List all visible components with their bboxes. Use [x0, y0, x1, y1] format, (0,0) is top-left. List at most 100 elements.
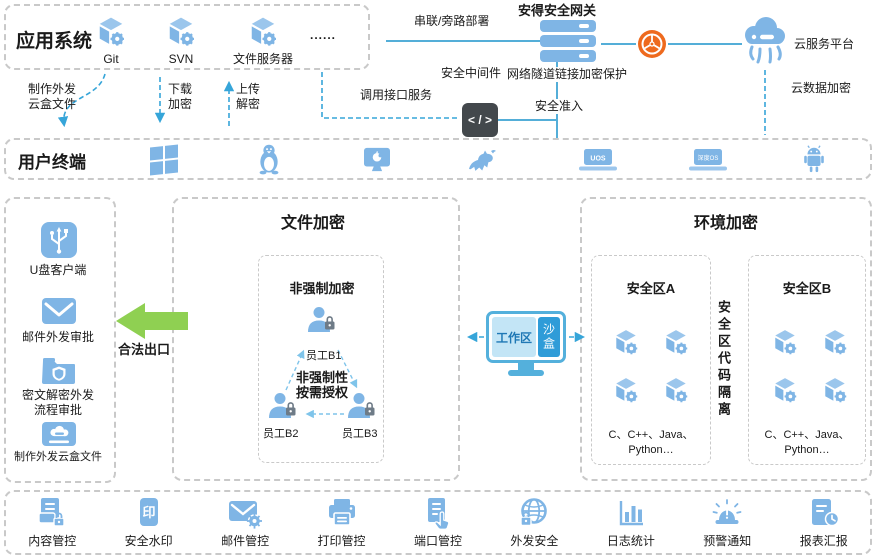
- workspace-monitor: 工作区 沙盒: [486, 311, 566, 376]
- usb-client-label: U盘客户端: [29, 263, 87, 277]
- middleware-label: 安全中间件: [439, 66, 504, 81]
- module-watermark: 印 安全水印: [104, 497, 194, 549]
- user-terminal-title: 用户终端: [18, 153, 86, 172]
- employee-b3-label: 员工B3: [342, 428, 378, 440]
- usb-client-icon: [41, 222, 77, 258]
- code-middleware-icon: < / >: [462, 103, 498, 137]
- windows-icon: [150, 144, 178, 176]
- module-label: 内容管控: [28, 533, 77, 548]
- monitor-base: [508, 370, 544, 376]
- app-system-title: 应用系统: [16, 31, 93, 52]
- employee-b1-label: 员工B1: [306, 350, 342, 362]
- nonforce-encrypt-box: [258, 255, 384, 463]
- module-report: 报表汇报: [779, 497, 869, 549]
- cloud-encrypt-label: 云数据加密: [791, 81, 852, 95]
- workspace-panel: 工作区: [492, 317, 536, 357]
- module-log-statistics: 日志统计: [586, 497, 676, 549]
- zone-b-langs: C、C++、Java、Python…: [764, 429, 850, 456]
- file-encryption-title: 文件加密: [281, 215, 346, 232]
- decrypt-approval-folder-icon: [42, 356, 76, 384]
- zone-b-cube-icon: [822, 377, 848, 404]
- zone-b-cube-icon: [772, 377, 798, 404]
- deploy-label: 串联/旁路部署: [412, 14, 492, 29]
- employee-b1-icon: [306, 306, 336, 333]
- mail-approval-label: 邮件外发审批: [21, 330, 94, 344]
- user-terminal-box: [4, 138, 872, 180]
- nonforce-subtitle: 非强制加密: [289, 281, 355, 296]
- cube-gear-icon: [96, 16, 126, 48]
- module-port-control: 端口管控: [393, 497, 483, 549]
- gateway-server-icon: [539, 20, 597, 62]
- file-encryption-box: [172, 197, 460, 481]
- printer-icon: [326, 497, 358, 529]
- zone-b-cube-icon: [772, 329, 798, 356]
- cloud-platform-icon: [742, 15, 788, 67]
- zone-b-cube-icon: [822, 329, 848, 356]
- module-label: 邮件管控: [221, 533, 270, 548]
- cube-gear-icon: [166, 16, 196, 48]
- module-print-control: 打印管控: [297, 497, 387, 549]
- cloud-file-label: 制作外发云盒文件: [14, 451, 102, 463]
- sandbox-panel: 沙盒: [538, 317, 560, 357]
- uos-text: UOS: [590, 156, 606, 163]
- cloud-file-drive-icon: [42, 420, 76, 448]
- bar-chart-icon: [615, 497, 647, 529]
- download-label: 下载加密: [168, 82, 193, 111]
- module-label: 报表汇报: [799, 533, 848, 548]
- alarm-icon: [710, 497, 744, 529]
- uos-laptop-icon: UOS: [576, 148, 620, 172]
- module-content-control: 内容管控: [7, 497, 97, 549]
- legal-exit-label: 合法出口: [118, 342, 171, 357]
- mac-icon: [362, 147, 392, 173]
- watermark-stamp-icon: 印: [134, 497, 164, 529]
- module-label: 日志统计: [606, 533, 655, 548]
- android-icon: [800, 144, 828, 174]
- zone-a-cube-icon: [663, 377, 689, 404]
- module-label: 端口管控: [413, 533, 462, 548]
- tunnel-label: 网络隧道链接加密保护: [505, 67, 630, 82]
- zone-a-box: [591, 255, 711, 465]
- cloud-platform-label: 云服务平台: [794, 37, 855, 51]
- email-gear-icon: [228, 497, 263, 529]
- svg-text:印: 印: [142, 505, 155, 520]
- zone-a-langs: C、C++、Java、Python…: [608, 429, 694, 456]
- module-label: 打印管控: [317, 533, 366, 548]
- app-item-label: Git: [103, 52, 119, 66]
- authorization-label: 非强制性按需授权: [295, 370, 348, 400]
- module-outgoing-security: 外发安全: [489, 497, 579, 549]
- firewall-wheel-icon: [637, 29, 667, 59]
- report-clock-icon: [808, 497, 840, 529]
- mail-approval-icon: [42, 298, 76, 324]
- employee-b2-icon: [267, 392, 297, 419]
- app-item-label: SVN: [168, 52, 194, 66]
- env-encryption-title: 环境加密: [694, 215, 759, 232]
- decrypt-approval-label: 密文解密外发流程审批: [21, 388, 94, 417]
- app-item-label: 文件服务器: [232, 52, 293, 66]
- zone-b-box: [748, 255, 866, 465]
- kylin-icon: [466, 145, 498, 175]
- zone-a-cube-icon: [613, 329, 639, 356]
- app-ellipsis: ......: [310, 28, 337, 42]
- module-email-control: 邮件管控: [200, 497, 290, 549]
- content-control-icon: [36, 497, 68, 529]
- make-cloudfile-label: 制作外发云盒文件: [28, 82, 77, 111]
- zone-b-title: 安全区B: [782, 281, 832, 296]
- monitor-stand: [518, 363, 534, 370]
- modules-row: 内容管控 印 安全水印 邮件管控 打印管控 端口管控 外发安全 日志统计: [4, 490, 872, 555]
- api-service-label: 调用接口服务: [358, 88, 435, 103]
- zone-a-title: 安全区A: [626, 281, 676, 296]
- globe-lock-icon: [518, 497, 550, 529]
- gateway-title: 安得安全网关: [518, 3, 597, 18]
- employee-b2-label: 员工B2: [263, 428, 299, 440]
- zone-a-cube-icon: [613, 377, 639, 404]
- zone-a-cube-icon: [663, 329, 689, 356]
- employee-b3-icon: [346, 392, 376, 419]
- module-label: 外发安全: [510, 533, 559, 548]
- module-label: 预警通知: [703, 533, 752, 548]
- module-label: 安全水印: [124, 533, 173, 548]
- isolation-label: 安全区代码隔离: [716, 300, 731, 419]
- deepin-laptop-icon: 深度OS: [686, 148, 730, 172]
- module-alert-notification: 预警通知: [682, 497, 772, 549]
- port-hand-icon: [422, 497, 454, 529]
